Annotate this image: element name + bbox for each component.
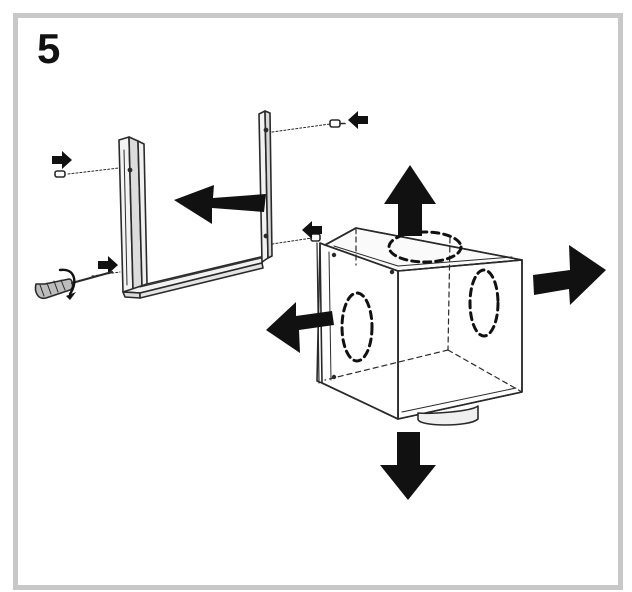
mounting-bracket xyxy=(118,110,273,299)
knockout-openings xyxy=(340,230,500,363)
knockout-left xyxy=(340,291,374,363)
outlet-direction-arrows xyxy=(266,165,606,500)
direction-arrow-icon xyxy=(302,221,322,239)
direction-arrow-icon xyxy=(348,111,368,129)
screw-top-left xyxy=(54,167,120,178)
screw-top-right xyxy=(271,119,346,133)
screw-icon xyxy=(310,233,321,242)
motor-housing-box xyxy=(316,227,523,426)
direction-arrow-icon xyxy=(52,151,72,169)
direction-arrow-icon xyxy=(174,185,266,224)
step-number: 5 xyxy=(37,25,61,72)
knockout-right xyxy=(468,268,500,338)
direction-arrow-icon xyxy=(384,165,436,236)
knockout-top xyxy=(387,230,463,264)
screw-icon xyxy=(329,119,341,128)
screwdriver-icon xyxy=(34,268,114,300)
direction-arrow-icon xyxy=(533,245,606,305)
direction-arrow-icon xyxy=(380,432,436,500)
screw-right-middle xyxy=(271,233,321,245)
direction-arrow-icon xyxy=(98,256,118,274)
screw-icon xyxy=(54,170,66,178)
direction-arrow-icon xyxy=(266,302,334,353)
screw-direction-arrows xyxy=(52,111,368,274)
